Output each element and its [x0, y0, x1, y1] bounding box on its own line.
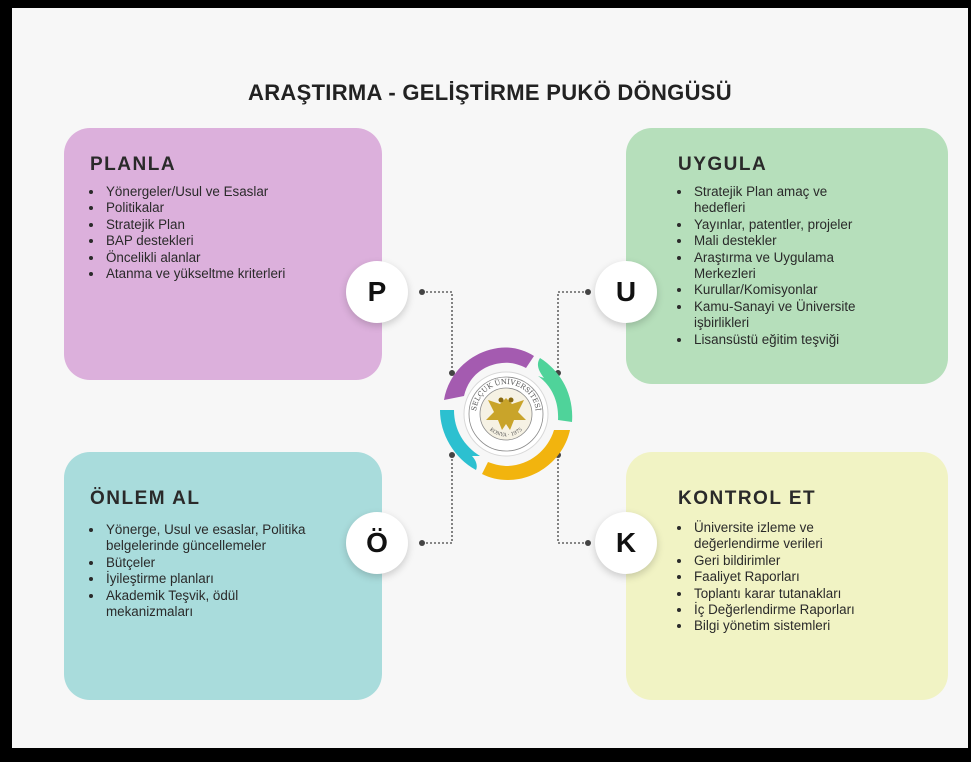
connector-dot-k — [585, 540, 591, 546]
cycle-segment-purple — [444, 347, 534, 400]
card-onlem-al-list: Yönerge, Usul ve esaslar, Politika belge… — [90, 522, 362, 620]
card-uygula: UYGULA Stratejik Plan amaç ve hedefleri … — [626, 128, 948, 384]
list-item: Yayınlar, patentler, projeler — [692, 217, 928, 233]
list-item: Toplantı karar tutanakları — [692, 586, 928, 602]
list-item: Kamu-Sanayi ve Üniversite işbirlikleri — [692, 299, 864, 332]
list-item: Geri bildirimler — [692, 553, 928, 569]
list-item: Yönergeler/Usul ve Esaslar — [104, 184, 362, 200]
list-item: Stratejik Plan — [104, 217, 362, 233]
list-item: Mali destekler — [692, 233, 928, 249]
connector-dot-p — [419, 289, 425, 295]
svg-text:KONYA · 1975: KONYA · 1975 — [488, 427, 524, 439]
card-onlem-al-heading: ÖNLEM AL — [90, 488, 201, 509]
card-kontrol-et-heading: KONTROL ET — [678, 488, 817, 509]
list-item: Politikalar — [104, 200, 362, 216]
cycle-segment-yellow — [482, 430, 570, 480]
list-item: İç Değerlendirme Raporları — [692, 602, 928, 618]
list-item: BAP destekleri — [104, 233, 362, 249]
badge-p: P — [346, 261, 408, 323]
cycle-segment-teal — [440, 410, 480, 470]
list-item: Araştırma ve Uygulama Merkezleri — [692, 250, 874, 283]
badge-o: Ö — [346, 512, 408, 574]
list-item: Üniversite izleme ve değerlendirme veril… — [692, 520, 869, 553]
list-item: Öncelikli alanlar — [104, 250, 362, 266]
cycle-segment-green — [537, 358, 573, 422]
connector-dot-u — [585, 289, 591, 295]
card-onlem-al: ÖNLEM AL Yönerge, Usul ve esaslar, Polit… — [64, 452, 382, 700]
card-kontrol-et: KONTROL ET Üniversite izleme ve değerlen… — [626, 452, 948, 700]
connector-dot-o — [419, 540, 425, 546]
badge-u: U — [595, 261, 657, 323]
list-item: Stratejik Plan amaç ve hedefleri — [692, 184, 864, 217]
diagram-title: ARAŞTIRMA - GELİŞTİRME PUKÖ DÖNGÜSÜ — [248, 80, 732, 105]
list-item: Lisansüstü eğitim teşviği — [692, 332, 928, 348]
list-item: Yönerge, Usul ve esaslar, Politika belge… — [104, 522, 311, 555]
list-item: Akademik Teşvik, ödül mekanizmaları — [104, 588, 306, 621]
list-item: Faaliyet Raporları — [692, 569, 928, 585]
list-item: Atanma ve yükseltme kriterleri — [104, 266, 306, 282]
card-planla: PLANLA Yönergeler/Usul ve Esaslar Politi… — [64, 128, 382, 380]
card-kontrol-et-list: Üniversite izleme ve değerlendirme veril… — [678, 520, 928, 635]
puko-cycle-graphic: SELÇUK ÜNİVERSİTESİ KONYA · 1975 — [440, 347, 573, 480]
list-item: Kurullar/Komisyonlar — [692, 282, 928, 298]
card-planla-list: Yönergeler/Usul ve Esaslar Politikalar S… — [90, 184, 362, 282]
diagram-canvas: ARAŞTIRMA - GELİŞTİRME PUKÖ DÖNGÜSÜ PLAN… — [12, 8, 968, 748]
card-planla-heading: PLANLA — [90, 154, 177, 175]
list-item: İyileştirme planları — [104, 571, 362, 587]
card-uygula-list: Stratejik Plan amaç ve hedefleri Yayınla… — [678, 184, 928, 348]
university-seal-logo: SELÇUK ÜNİVERSİTESİ KONYA · 1975 — [463, 371, 549, 457]
list-item: Bütçeler — [104, 555, 362, 571]
card-uygula-heading: UYGULA — [678, 154, 768, 175]
badge-k: K — [595, 512, 657, 574]
list-item: Bilgi yönetim sistemleri — [692, 618, 928, 634]
